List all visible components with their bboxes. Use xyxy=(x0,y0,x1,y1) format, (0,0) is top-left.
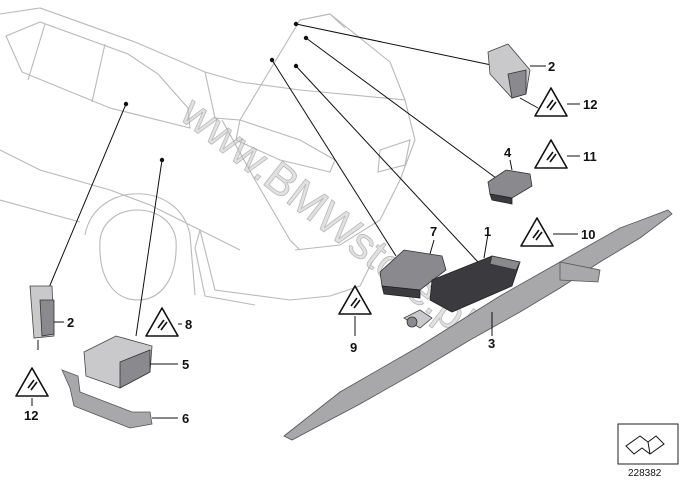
warning-triangle-connector-icon xyxy=(15,367,49,397)
part-4-module xyxy=(487,159,533,205)
car-roof-edge xyxy=(299,13,346,29)
car-trunk-lid xyxy=(239,81,416,251)
car-body-side xyxy=(0,149,241,251)
part-2-lower-module xyxy=(29,285,64,350)
callout-3: 3 xyxy=(488,336,495,351)
car-trunk-inner xyxy=(221,119,301,251)
leader-lines xyxy=(47,23,497,337)
leader-dots xyxy=(123,21,309,163)
car-window-pillar xyxy=(91,43,106,103)
part-6-bracket xyxy=(61,369,178,429)
reference-number: 228382 xyxy=(628,468,662,479)
callout-8: 8 xyxy=(185,317,192,332)
car-rocker xyxy=(0,199,81,223)
car-tail-light-right xyxy=(377,139,411,173)
callout-10: 10 xyxy=(581,227,595,242)
part-5-control-unit xyxy=(83,335,178,389)
warning-triangle-connector-icon xyxy=(534,87,568,117)
direction-arrow-icon xyxy=(625,435,665,455)
warning-triangle-connector-icon xyxy=(520,217,554,247)
part-3-trunk-trim-panel xyxy=(283,209,673,441)
car-bumper-lower xyxy=(194,229,256,306)
warning-triangle-connector-icon xyxy=(338,285,372,315)
watermark-text: www.BMWstore.pl xyxy=(171,87,483,346)
car-side-window-frame xyxy=(5,21,191,129)
callout-5: 5 xyxy=(182,357,189,372)
callout-4: 4 xyxy=(504,145,512,160)
callout-1: 1 xyxy=(484,224,491,239)
callout-9: 9 xyxy=(350,340,357,355)
callout-7: 7 xyxy=(430,224,437,239)
car-roof-line xyxy=(0,7,241,83)
callout-12-lower: 12 xyxy=(24,408,38,423)
warning-triangles xyxy=(15,87,580,406)
car-outline xyxy=(0,7,416,306)
car-window-pillar-2 xyxy=(27,23,46,81)
callout-labels: 2 12 4 11 7 1 10 9 3 2 8 5 6 12 xyxy=(24,59,597,426)
car-rear-wheel xyxy=(99,209,177,301)
car-rear-bumper xyxy=(199,229,373,301)
callout-12-upper: 12 xyxy=(583,97,597,112)
car-tail-light xyxy=(235,119,336,173)
car-rear-wheel-arch xyxy=(84,193,196,296)
part-7-module xyxy=(379,239,447,299)
warning-triangle-connector-icon xyxy=(145,307,179,337)
part-1-antenna-amplifier xyxy=(429,233,521,313)
callout-11: 11 xyxy=(583,149,597,164)
part-2-upper-module xyxy=(487,43,546,109)
callout-6: 6 xyxy=(182,411,189,426)
callout-2-upper: 2 xyxy=(548,59,555,74)
reference-box: 228382 xyxy=(617,423,679,479)
warning-triangle-connector-icon xyxy=(534,139,568,169)
callout-2-lower: 2 xyxy=(67,315,74,330)
car-rear-window xyxy=(204,13,406,121)
